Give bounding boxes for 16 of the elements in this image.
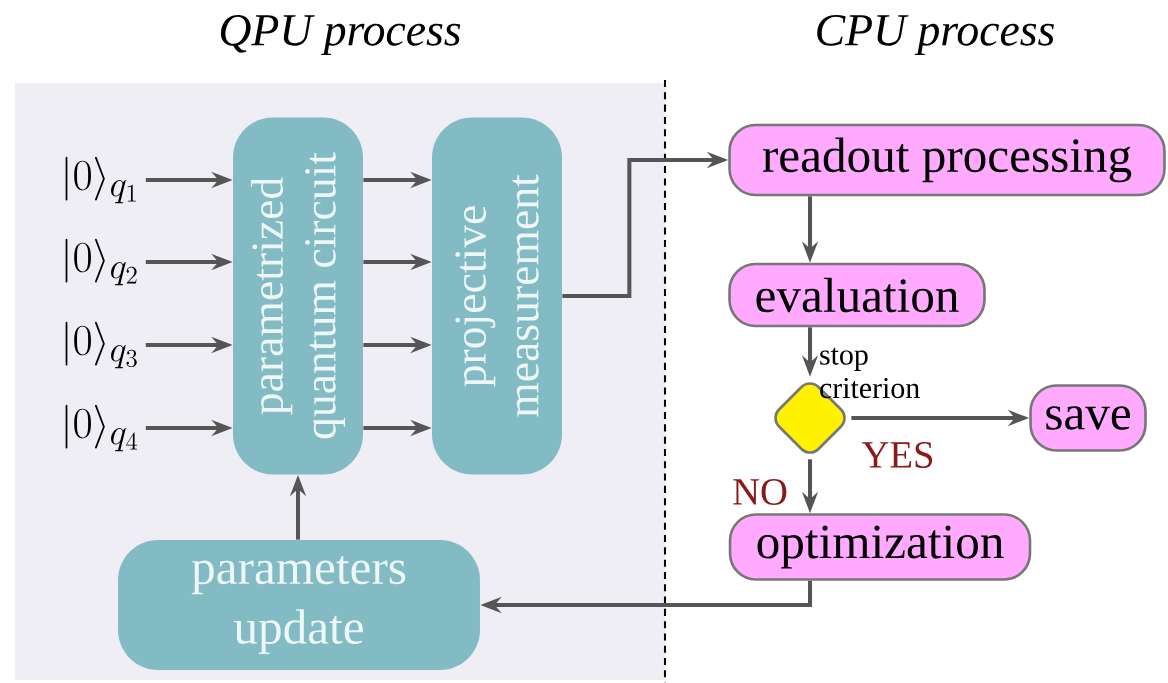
section-title: QPU process [220, 15, 461, 55]
process-box: projective measurement [432, 117, 562, 475]
process-box: evaluation [728, 262, 986, 328]
ket-label: $|0\rangle_{q_4}$ [65, 404, 138, 452]
ket-label: $|0\rangle_{q_2}$ [65, 238, 137, 286]
ket-label: $|0\rangle_{q_1}$ [65, 156, 136, 204]
process-box: save [1029, 384, 1147, 452]
edge-label: NO [733, 479, 787, 505]
diamond-caption: stop criterion [820, 347, 920, 399]
edge-label: YES [861, 442, 933, 468]
process-box: optimization [728, 513, 1032, 581]
section-title: CPU process [817, 15, 1054, 55]
process-box: parameters update [118, 540, 480, 670]
ket-label: $|0\rangle_{q_3}$ [65, 321, 137, 369]
process-box: readout processing [728, 123, 1166, 197]
process-box: parametrized quantum circuit [233, 117, 363, 475]
